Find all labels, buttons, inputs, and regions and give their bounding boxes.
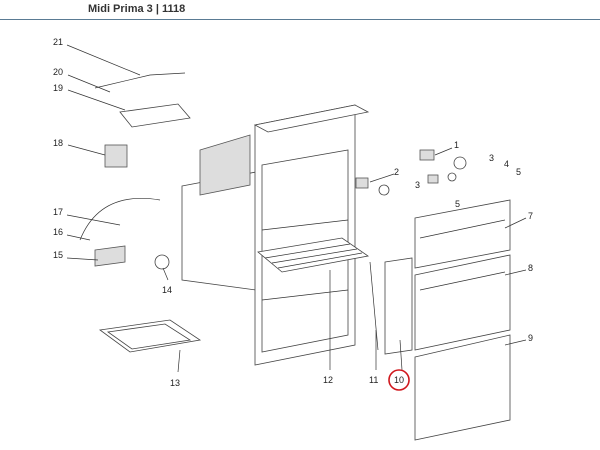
- callout-11: 11: [369, 375, 378, 385]
- callout-19: 19: [53, 83, 63, 93]
- oven-shelf: [257, 237, 370, 273]
- callout-3a: 3: [489, 153, 494, 163]
- leader-lines: [66, 44, 527, 373]
- page-title: Midi Prima 3 | 1118: [88, 3, 186, 15]
- callout-14: 14: [162, 285, 172, 295]
- callout-7: 7: [528, 211, 533, 221]
- callout-1: 1: [454, 140, 459, 150]
- callout-5b: 5: [516, 167, 521, 177]
- callout-15: 15: [53, 250, 63, 260]
- callout-18: 18: [53, 138, 63, 148]
- small-parts: [79, 72, 467, 353]
- highlight-circle: [388, 369, 410, 391]
- callout-10: 10: [394, 375, 404, 385]
- door-assembly: [369, 199, 511, 441]
- callout-labels: 21 20 19 18 17 16 15 14 13 12 11 10 9 8 …: [53, 37, 533, 391]
- callout-13: 13: [170, 378, 180, 388]
- callout-16: 16: [53, 227, 63, 237]
- callout-2: 2: [394, 167, 399, 177]
- callout-20: 20: [53, 67, 63, 77]
- callout-8: 8: [528, 263, 533, 273]
- header-rule: [0, 19, 600, 20]
- callout-21: 21: [53, 37, 63, 47]
- callout-4: 4: [504, 159, 509, 169]
- callout-3b: 3: [415, 180, 420, 190]
- callout-9: 9: [528, 333, 533, 343]
- callout-5a: 5: [455, 199, 460, 209]
- callout-17: 17: [53, 207, 63, 217]
- oven-cavity: [181, 104, 370, 366]
- callout-12: 12: [323, 375, 333, 385]
